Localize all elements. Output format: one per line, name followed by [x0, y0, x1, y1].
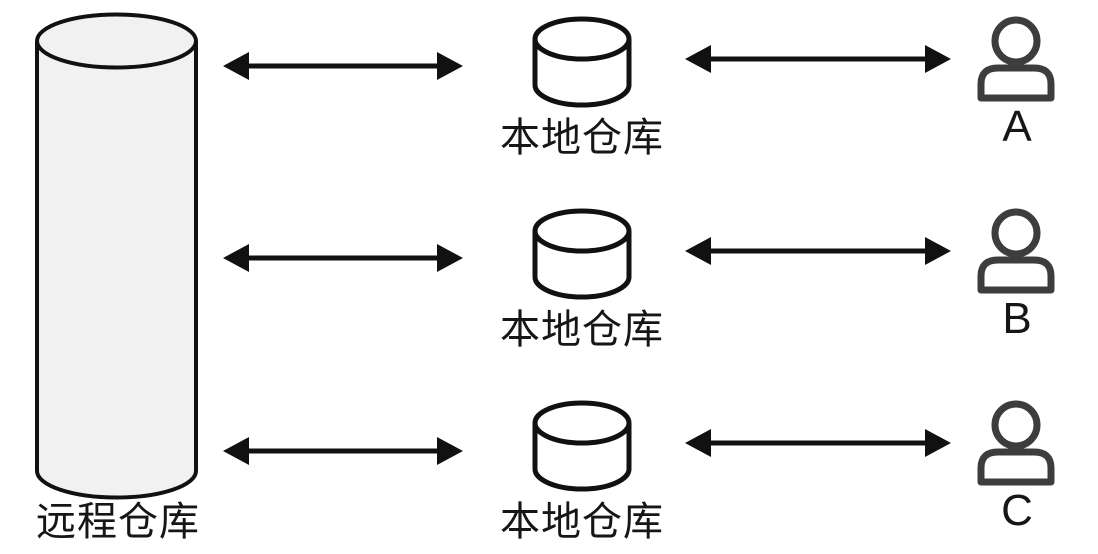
cylinder-body	[35, 41, 198, 500]
user-icon	[977, 16, 1055, 102]
local-repo-label: 本地仓库	[500, 116, 664, 160]
local-repo-label: 本地仓库	[500, 500, 664, 544]
arrow-head-left	[223, 437, 249, 465]
arrow-head-left	[685, 429, 711, 457]
arrow-head-right	[437, 52, 463, 80]
arrow-head-left	[685, 45, 711, 73]
user-icon	[977, 208, 1055, 294]
cylinder-top	[532, 208, 632, 254]
user-label: C	[1001, 486, 1033, 535]
arrow-head-right	[925, 45, 951, 73]
sync-arrow-remote-local-icon	[223, 244, 463, 272]
sync-arrow-local-user-icon	[685, 237, 951, 265]
sync-arrow-local-user-icon	[685, 429, 951, 457]
user-label: A	[1002, 102, 1032, 151]
remote-repo-label: 远程仓库	[36, 500, 200, 544]
person-head	[991, 400, 1041, 450]
local-repo-label: 本地仓库	[500, 308, 664, 352]
arrow-head-right	[437, 244, 463, 272]
person-body	[977, 64, 1055, 102]
remote-repo-cylinder-icon	[35, 12, 198, 500]
local-repo-cylinder-icon	[532, 208, 632, 300]
user-icon	[977, 400, 1055, 486]
local-repo-cylinder-icon	[532, 16, 632, 108]
arrow-head-left	[223, 52, 249, 80]
cylinder-top	[532, 400, 632, 446]
person-body	[977, 256, 1055, 294]
person-body	[977, 448, 1055, 486]
cylinder-top	[532, 16, 632, 62]
sync-arrow-remote-local-icon	[223, 437, 463, 465]
arrow-head-right	[437, 437, 463, 465]
arrow-head-right	[925, 429, 951, 457]
person-head	[991, 208, 1041, 258]
arrow-head-left	[685, 237, 711, 265]
cylinder-top	[35, 12, 198, 70]
user-label: B	[1002, 294, 1032, 343]
person-head	[991, 16, 1041, 66]
sync-arrow-local-user-icon	[685, 45, 951, 73]
arrow-head-left	[223, 244, 249, 272]
local-repo-cylinder-icon	[532, 400, 632, 492]
arrow-head-right	[925, 237, 951, 265]
sync-arrow-remote-local-icon	[223, 52, 463, 80]
